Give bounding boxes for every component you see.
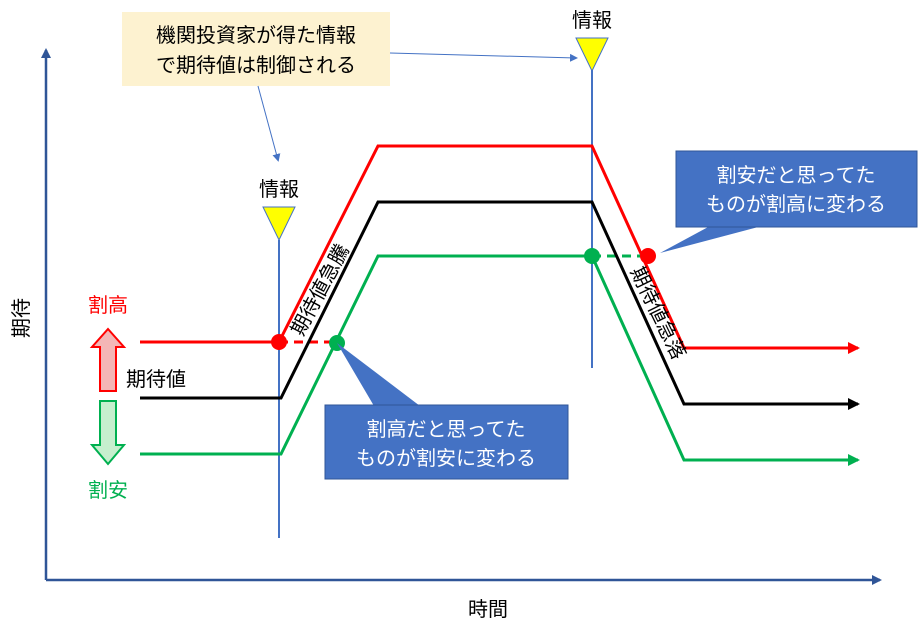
callout-right-pointer bbox=[660, 226, 762, 253]
callout-top-pointer-left bbox=[257, 85, 281, 162]
green-dot-right bbox=[584, 248, 600, 264]
y-axis-label: 期待 bbox=[9, 298, 33, 338]
callout-right-line2: ものが割高に変わる bbox=[706, 192, 886, 216]
expected-value-label: 期待値 bbox=[126, 367, 186, 391]
red-line-main bbox=[277, 144, 860, 354]
callout-top-pointer-right bbox=[389, 52, 578, 62]
info-label-right: 情報 bbox=[572, 8, 612, 32]
info-label-left: 情報 bbox=[259, 177, 299, 201]
callout-top-line1: 機関投資家が得た情報 bbox=[156, 23, 356, 47]
up-arrow-icon bbox=[89, 327, 127, 392]
callout-bottom-box bbox=[324, 404, 569, 480]
callout-right-box bbox=[675, 150, 918, 228]
green-line bbox=[140, 254, 860, 466]
red-dot-left bbox=[271, 334, 287, 350]
callout-bottom-pointer bbox=[337, 343, 420, 406]
overvalued-label: 割高 bbox=[88, 293, 128, 317]
info-marker-right bbox=[575, 37, 609, 73]
red-dot-right bbox=[640, 248, 656, 264]
info-marker-left bbox=[262, 206, 296, 242]
black-line bbox=[140, 200, 860, 410]
callout-top-line2: で期待値は制御される bbox=[156, 53, 356, 77]
down-arrow-icon bbox=[89, 400, 127, 466]
callout-right-line1: 割安だと思ってた bbox=[717, 163, 876, 187]
callout-bottom-line2: ものが割安に変わる bbox=[356, 446, 536, 470]
callout-bottom-line1: 割高だと思ってた bbox=[367, 417, 526, 441]
undervalued-label: 割安 bbox=[88, 478, 128, 502]
callout-top-box bbox=[122, 12, 390, 86]
x-axis-label: 時間 bbox=[468, 597, 508, 621]
